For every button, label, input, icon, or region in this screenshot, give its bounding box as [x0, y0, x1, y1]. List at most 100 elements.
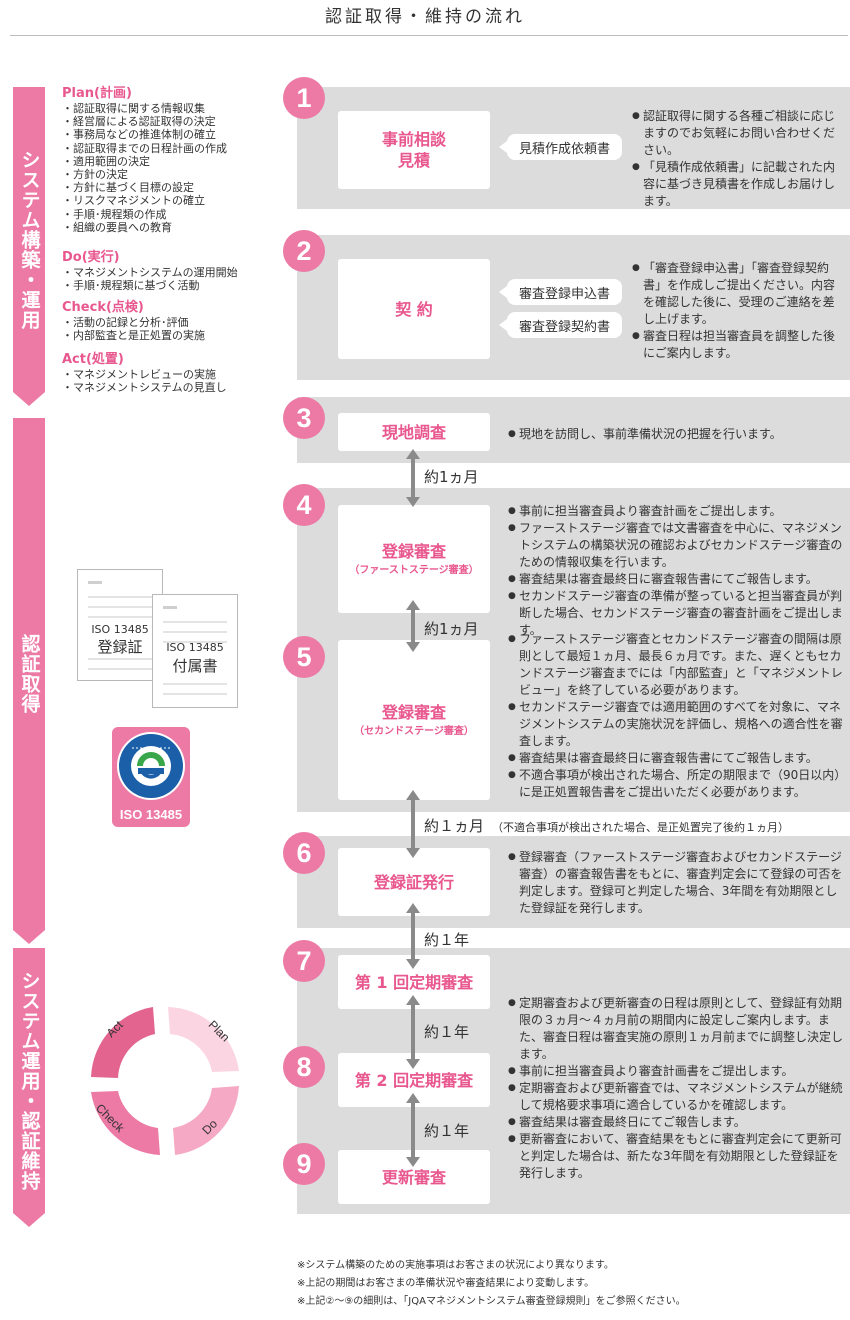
pdca-check: Check(点検) ・活動の記録と分析･評価 ・内部監査と是正処置の実施 — [62, 296, 277, 342]
step-description-5: ファーストステージ審査とセカンドステージ審査の間隔は原則として最短１ヵ月、最長６… — [508, 631, 846, 801]
pdca-item: ・リスクマネジメントの確立 — [62, 194, 205, 208]
period-label: 約1ヵ月 — [424, 468, 479, 486]
pdca-item: ・手順･規程類の作成 — [62, 207, 167, 221]
step-number-6: 6 — [283, 832, 325, 874]
desc-item: ファーストステージ審査とセカンドステージ審査の間隔は原則として最短１ヵ月、最長６… — [508, 631, 846, 699]
cycle-arc-plan — [168, 1007, 239, 1072]
doc-label-application: 審査登録申込書 — [499, 279, 622, 305]
step-title: 第 1 回定期審査 — [354, 972, 474, 992]
jqa-certification-badge: ISO 13485 — [112, 727, 190, 827]
pdca-cycle-ring — [91, 1007, 239, 1155]
step-description-6: 登録審査（ファーストステージ審査およびセカンドステージ審査）の審査報告書をもとに… — [508, 849, 846, 917]
connector-arrow — [406, 449, 420, 507]
phase-arrow — [13, 392, 45, 406]
pdca-act: Act(処置) ・マネジメントレビューの実施 ・マネジメントシステムの見直し — [62, 348, 277, 394]
step-subtitle: （ファーストステージ審査） — [349, 564, 479, 576]
pdca-item: ・認証取得までの日程計画の作成 — [62, 141, 227, 155]
desc-item: 認証取得に関する各種ご相談に応じますのでお気軽にお問い合わせください。 — [632, 108, 844, 159]
desc-item: 更新審査において、審査結果をもとに審査判定会にて更新可と判定した場合は、新たな3… — [508, 1131, 846, 1182]
connector-arrow — [406, 600, 420, 652]
desc-item: 不適合事項が検出された場合、所定の期限まで（90日以内）に是正処置報告書をご提出… — [508, 767, 846, 801]
pdca-heading: Plan(計画) — [62, 86, 132, 101]
desc-item: 審査結果は審査最終日にてご報告します。 — [508, 1114, 846, 1131]
footnotes: ※システム構築のための実施事項はお客さまの状況により異なります。 ※上記の期間は… — [297, 1257, 686, 1311]
phase-arrow — [13, 930, 45, 944]
pdca-item: ・内部監査と是正処置の実施 — [62, 329, 205, 343]
pdca-heading: Check(点検) — [62, 300, 144, 315]
period-label: 約１年 — [424, 931, 470, 949]
step-description-2: 「審査登録申込書」「審査登録契約書」を作成しご提出ください。内容を確認した後に、… — [632, 260, 844, 362]
cycle-arc-check — [91, 1091, 160, 1155]
connector-arrow — [406, 903, 420, 969]
page-title: 認証取得・維持の流れ — [325, 7, 525, 27]
pdca-item: ・適用範囲の決定 — [62, 154, 150, 168]
phase-arrow — [13, 1213, 45, 1227]
doc-lines — [163, 683, 227, 697]
doc-lines — [88, 596, 152, 618]
period-note: （不適合事項が検出された場合、是正処置完了後約１ヵ月） — [492, 821, 790, 834]
desc-item: 審査日程は担当審査員を調整した後にご案内します。 — [632, 328, 844, 362]
step-title: 第 2 回定期審査 — [354, 1070, 474, 1090]
phase-band-maintenance: システム運用・認証維持 — [13, 948, 45, 1227]
doc-tab — [163, 606, 177, 609]
pdca-do: Do(実行) ・マネジメントシステムの運用開始 ・手順･規程類に基づく活動 — [62, 246, 277, 292]
desc-item: 「審査登録申込書」「審査登録契約書」を作成しご提出ください。内容を確認した後に、… — [632, 260, 844, 328]
footnote: ※上記の期間はお客さまの準備状況や審査結果により変動します。 — [297, 1278, 595, 1289]
phase-label: システム構築・運用 — [18, 149, 41, 330]
period-label-with-note: 約１ヵ月 （不適合事項が検出された場合、是正処置完了後約１ヵ月） — [424, 815, 789, 836]
desc-item: 現地を訪問し、事前準備状況の把握を行います。 — [508, 426, 844, 443]
step-subtitle: （セカンドステージ審査） — [354, 725, 474, 737]
pdca-heading: Do(実行) — [62, 250, 120, 265]
pdca-item: ・方針に基づく目標の設定 — [62, 181, 194, 195]
step-description-1: 認証取得に関する各種ご相談に応じますのでお気軽にお問い合わせください。 「見積作… — [632, 108, 844, 210]
pdca-item: ・事務局などの推進体制の確立 — [62, 128, 216, 142]
step-title: 登録審査 — [381, 702, 446, 722]
doc-tab — [88, 581, 102, 584]
step-box-contract: 契 約 — [338, 259, 490, 359]
cycle-arc-act — [91, 1007, 155, 1078]
step-box-first-stage: 登録審査 （ファーストステージ審査） — [338, 505, 490, 613]
desc-item: 定期審査および更新審査では、マネジメントシステムが継続して規格要求事項に適合して… — [508, 1080, 846, 1114]
pdca-heading: Act(処置) — [62, 352, 124, 367]
pdca-item: ・方針の決定 — [62, 168, 128, 182]
cert-iso: ISO 13485 — [166, 641, 224, 654]
desc-item: セカンドステージ審査の準備が整っていると担当審査員が判断した場合、セカンドステー… — [508, 588, 846, 639]
period-label: 約１年 — [424, 1122, 470, 1140]
surveillance-description: 定期審査および更新審査の日程は原則として、登録証有効期限の３ヵ月～４ヵ月前の期間… — [508, 995, 846, 1182]
pdca-item: ・認証取得に関する情報収集 — [62, 102, 205, 115]
step-description-4: 事前に担当審査員より審査計画をご提出します。 ファーストステージ審査では文書審査… — [508, 503, 846, 639]
desc-item: 事前に担当審査員より審査計画をご提出します。 — [508, 503, 846, 520]
cycle-arc-do — [173, 1086, 239, 1155]
step-number-1: 1 — [283, 77, 325, 119]
step-box-consultation: 事前相談 見積 — [338, 111, 490, 189]
pdca-item: ・手順･規程類に基づく活動 — [62, 279, 200, 293]
desc-item: 「見積作成依頼書」に記載された内容に基づき見積書を作成しお届けします。 — [632, 159, 844, 210]
footnote: ※システム構築のための実施事項はお客さまの状況により異なります。 — [297, 1260, 614, 1271]
step-title: 更新審査 — [381, 1167, 446, 1187]
cert-name: 登録証 — [97, 638, 143, 656]
pdca-item: ・マネジメントシステムの運用開始 — [62, 266, 238, 279]
cert-iso: ISO 13485 — [91, 623, 149, 636]
cert-name: 付属書 — [172, 657, 218, 675]
step-number-8: 8 — [283, 1046, 325, 1088]
pdca-item: ・組織の要員への教育 — [62, 220, 172, 234]
connector-arrow — [406, 1093, 420, 1167]
pdca-item: ・活動の記録と分析･評価 — [62, 316, 189, 329]
connector-arrow — [406, 790, 420, 858]
period-label: 約１年 — [424, 1023, 470, 1041]
step-number-3: 3 — [283, 397, 325, 439]
desc-item: 定期審査および更新審査の日程は原則として、登録証有効期限の３ヵ月～４ヵ月前の期間… — [508, 995, 846, 1063]
step-title: 契 約 — [395, 299, 433, 319]
phase-band-system-build: システム構築・運用 — [13, 87, 45, 406]
step-title-line2: 見積 — [397, 151, 430, 170]
desc-item: 登録審査（ファーストステージ審査およびセカンドステージ審査）の審査報告書をもとに… — [508, 849, 846, 917]
period-label: 約１ヵ月 — [424, 817, 485, 835]
step-number-4: 4 — [283, 484, 325, 526]
step-description-3: 現地を訪問し、事前準備状況の把握を行います。 — [508, 426, 844, 443]
pdca-item: ・マネジメントシステムの見直し — [62, 381, 227, 395]
step-box-second-stage: 登録審査 （セカンドステージ審査） — [338, 640, 490, 800]
phase-band-certification: 認証取得 — [13, 418, 45, 944]
step-title: 登録審査 — [381, 541, 446, 561]
phase-label: 認証取得 — [18, 634, 41, 714]
step-box-site-survey: 現地調査 — [338, 413, 490, 451]
